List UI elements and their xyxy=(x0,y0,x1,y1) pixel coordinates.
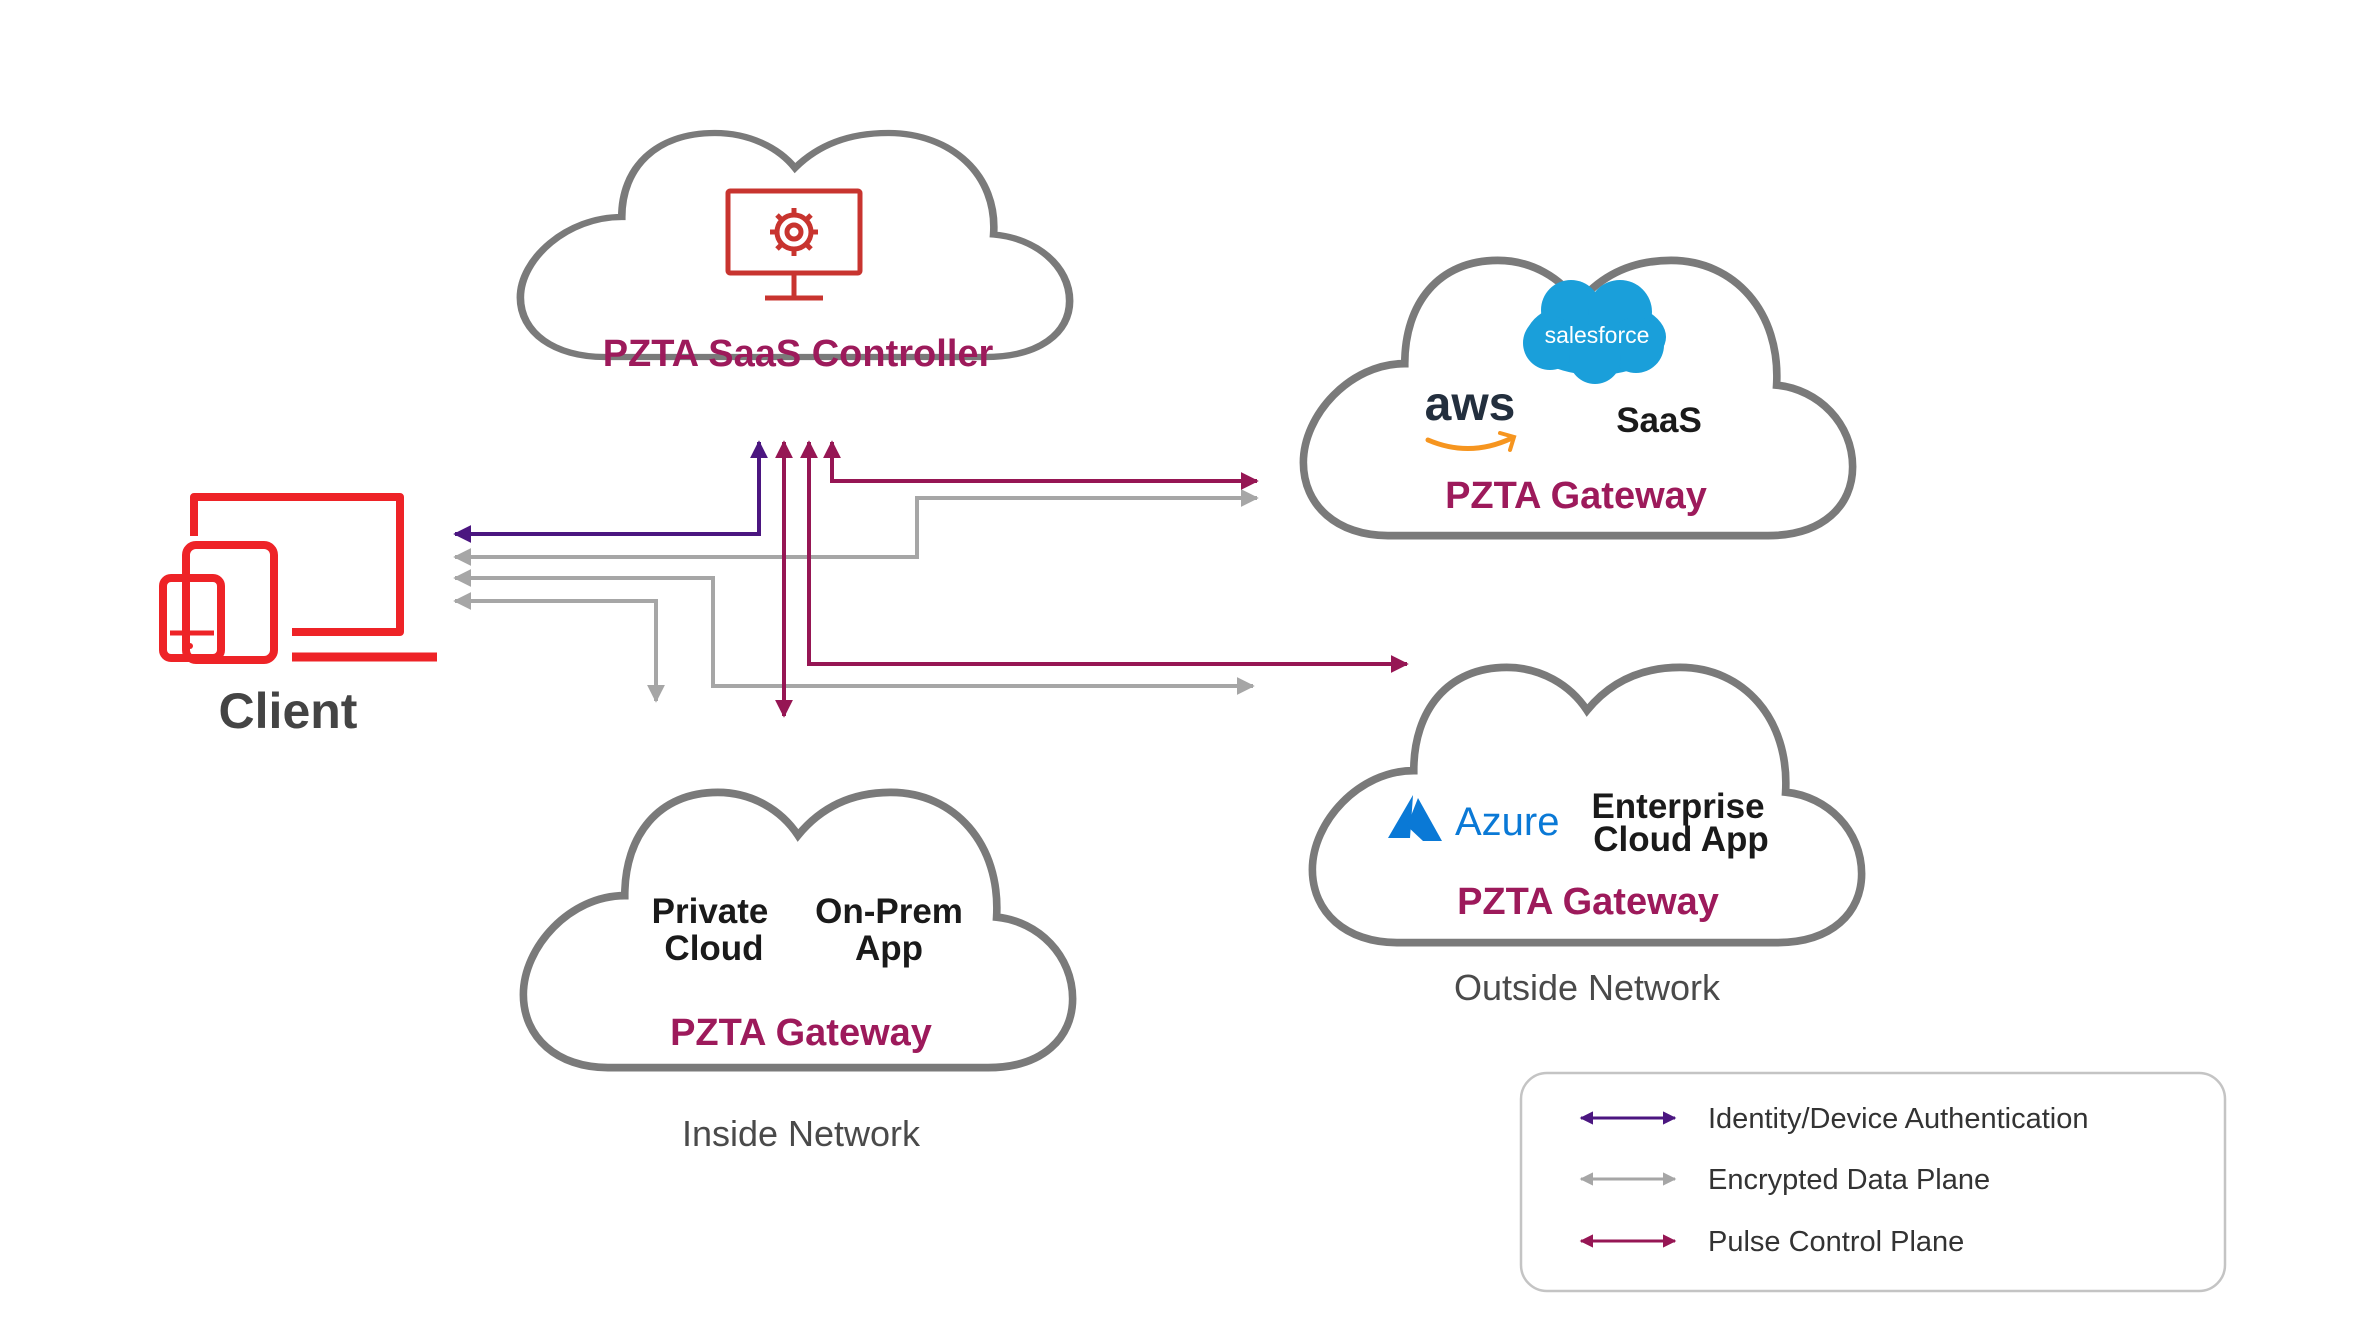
enterprise-line2: Cloud App xyxy=(1593,820,1769,859)
data-plane-line-inside xyxy=(453,592,665,703)
connectors xyxy=(453,440,1409,718)
legend-box xyxy=(1519,1071,2227,1293)
salesforce-logo-text: salesforce xyxy=(1545,322,1650,348)
outside-gateway-label: PZTA Gateway xyxy=(1457,881,1719,923)
control-plane-line-saas xyxy=(823,440,1259,490)
saas-gateway-label: PZTA Gateway xyxy=(1445,475,1707,517)
data-plane-line-outside xyxy=(453,569,1255,695)
private-cloud-line2: Cloud xyxy=(664,929,763,968)
inside-gateway-label: PZTA Gateway xyxy=(670,1012,932,1054)
devices-icon xyxy=(159,493,437,664)
identity-auth-line xyxy=(453,440,768,543)
aws-logo-text: aws xyxy=(1425,378,1516,431)
controller-label: PZTA SaaS Controller xyxy=(603,333,994,375)
onprem-line1: On-Prem xyxy=(815,892,963,931)
legend-label-data: Encrypted Data Plane xyxy=(1708,1164,1990,1196)
control-plane-line-outside xyxy=(800,440,1409,673)
private-cloud-line1: Private xyxy=(652,892,769,931)
monitor-gear-icon xyxy=(725,188,863,301)
data-plane-line-saas xyxy=(453,489,1259,566)
legend-label-control: Pulse Control Plane xyxy=(1708,1226,1964,1258)
client-group: Client xyxy=(159,493,437,739)
client-label: Client xyxy=(219,683,358,739)
legend-label-identity: Identity/Device Authentication xyxy=(1708,1103,2088,1135)
controller-cloud xyxy=(520,133,1069,357)
salesforce-logo: salesforce xyxy=(1523,280,1666,384)
azure-logo-text: Azure xyxy=(1455,800,1560,844)
aws-logo: aws xyxy=(1425,378,1517,452)
enterprise-line1: Enterprise xyxy=(1591,787,1764,826)
saas-label: SaaS xyxy=(1616,401,1702,440)
onprem-line2: App xyxy=(855,929,923,968)
outside-network-label: Outside Network xyxy=(1454,967,1721,1008)
legend: Identity/Device Authentication Encrypted… xyxy=(1519,1071,2227,1293)
inside-network-label: Inside Network xyxy=(682,1113,921,1154)
azure-logo: Azure xyxy=(1388,795,1560,844)
